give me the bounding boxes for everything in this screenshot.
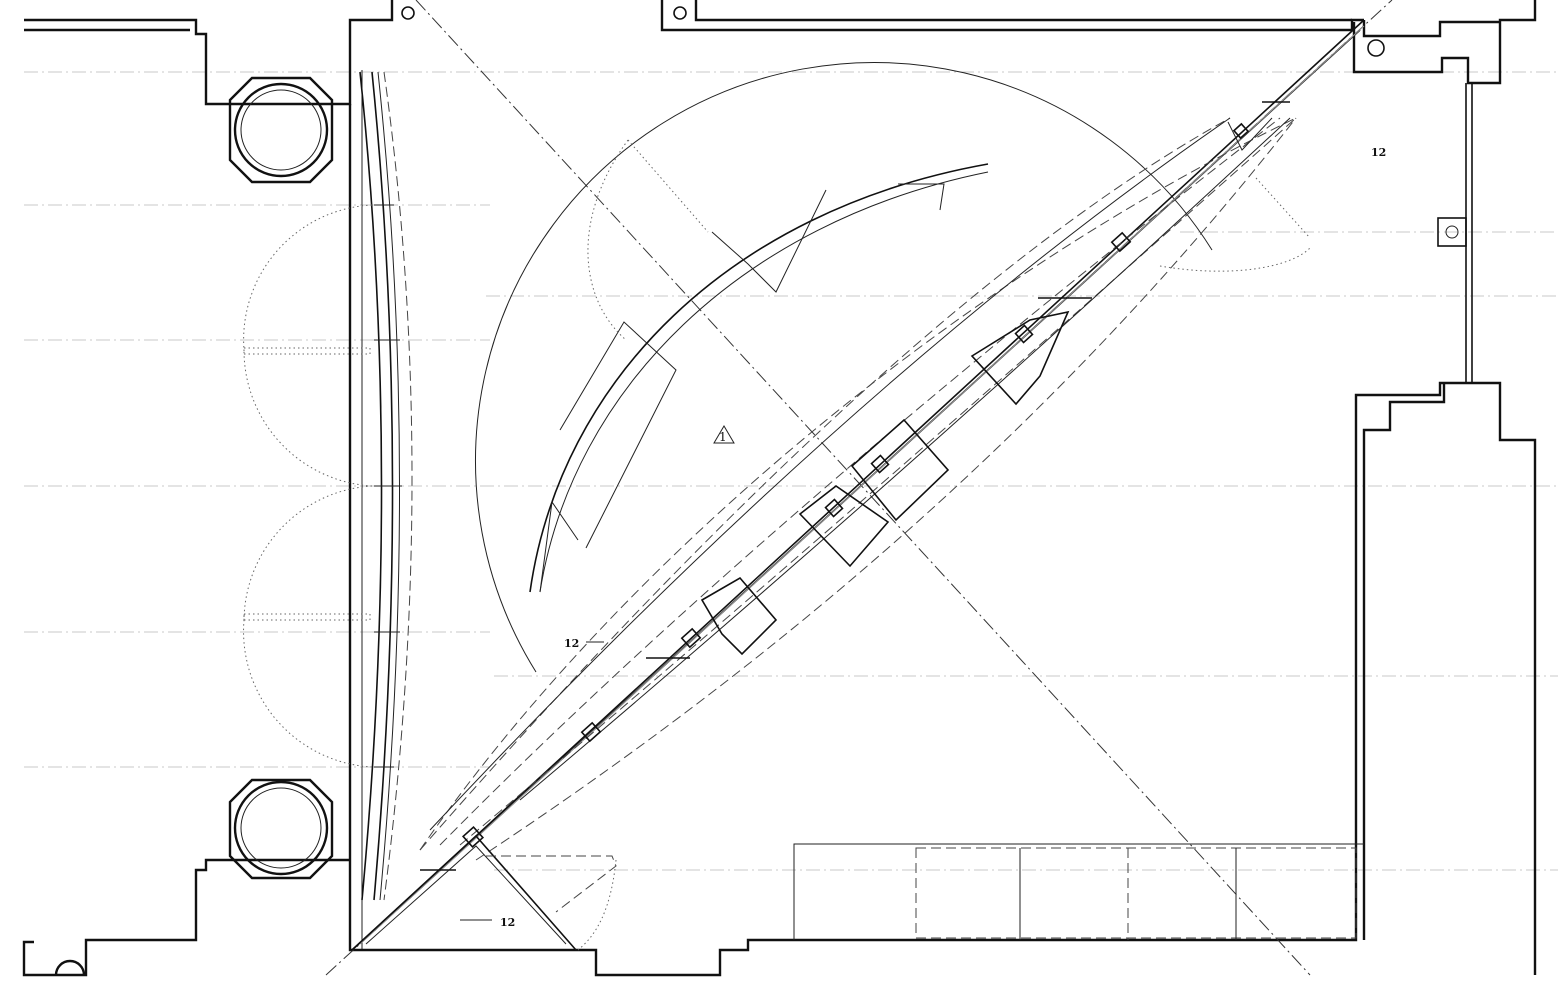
curved-screen-left — [243, 71, 413, 901]
section-marker-triangle — [713, 425, 735, 444]
bench-counter — [793, 843, 1364, 940]
canopy-arc — [475, 62, 1311, 673]
walls — [22, 0, 1537, 977]
diagonal-spine — [351, 19, 1365, 951]
spine-modules — [420, 101, 1290, 871]
drawing-labels: 12 12 12 1 — [460, 146, 1386, 929]
section-marker-label: 1 — [719, 430, 727, 444]
reference-grid — [24, 71, 1558, 871]
room-tag-bottom: 12 — [500, 916, 515, 929]
room-tag-top-right: 12 — [1371, 146, 1386, 159]
entry-triangle — [351, 834, 617, 951]
room-tag-left: 12 — [564, 637, 579, 650]
